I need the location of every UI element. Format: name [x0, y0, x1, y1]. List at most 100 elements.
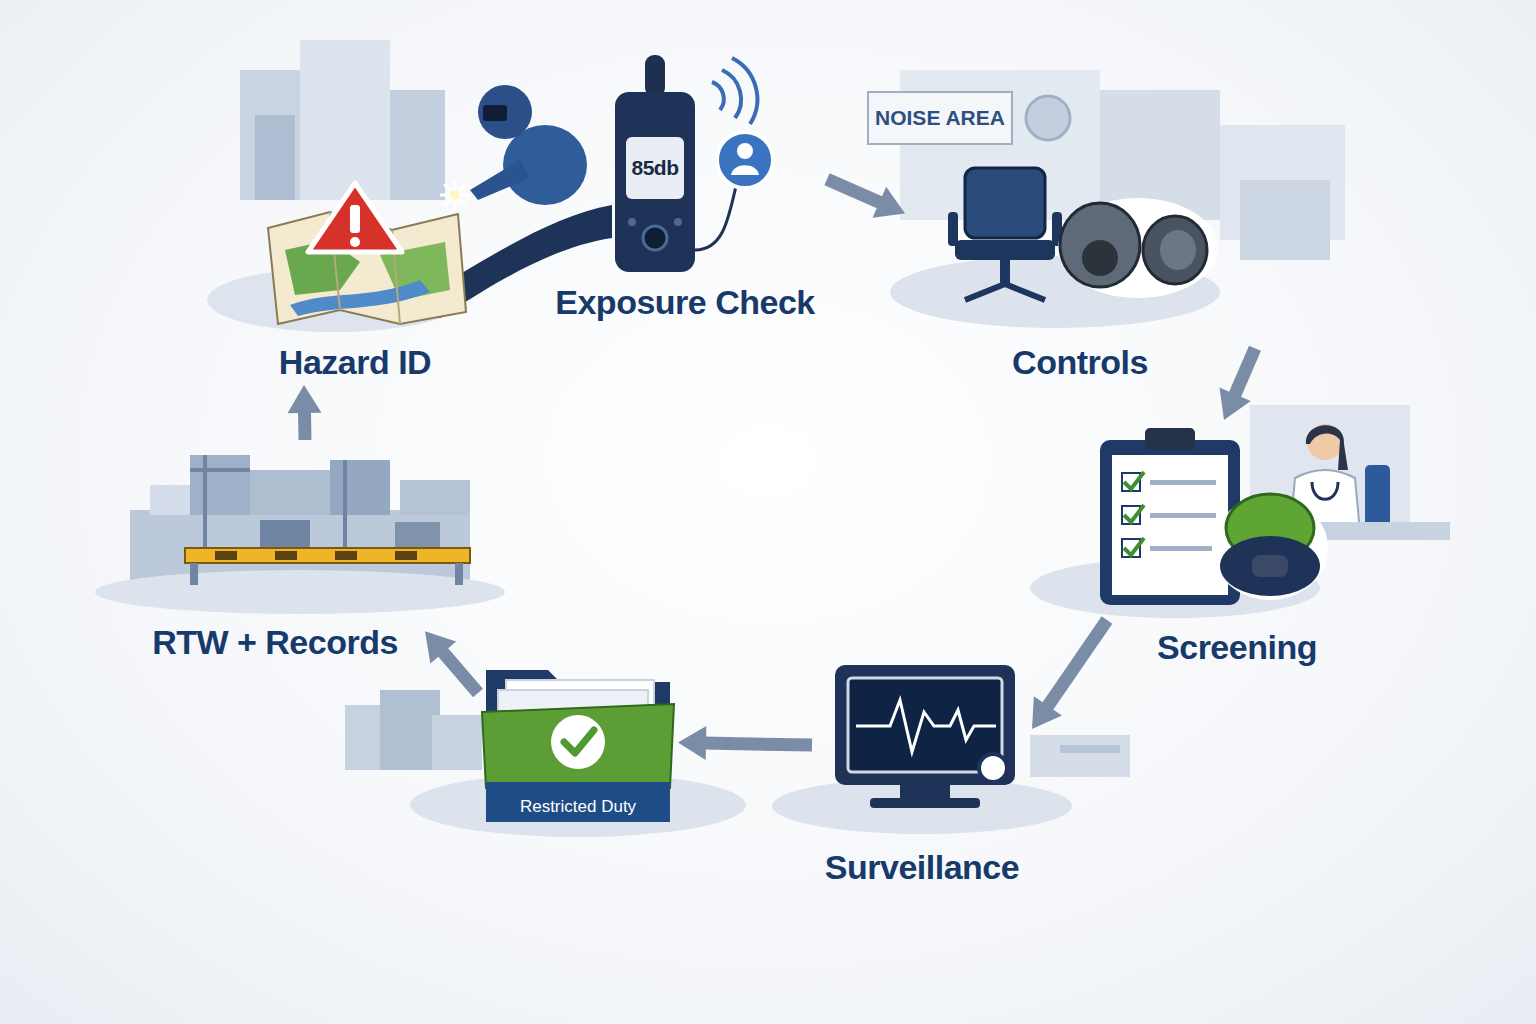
respirator-cartridge [1143, 216, 1207, 284]
stage-node: Surveillance [812, 660, 1032, 890]
monitor [835, 665, 1015, 785]
checkmark [1124, 472, 1144, 489]
building [250, 470, 330, 515]
respirator-base [1220, 536, 1320, 596]
flow-arrow [678, 726, 812, 760]
controls-illustration [868, 70, 1345, 328]
girder [343, 460, 347, 548]
spark [444, 184, 466, 206]
warning-triangle [308, 183, 402, 252]
building [190, 455, 250, 515]
surveillance-illustration [772, 665, 1130, 834]
sign-circle [1026, 96, 1070, 140]
stage-label: Exposure Check [555, 284, 814, 321]
building [400, 480, 470, 515]
building [255, 115, 295, 200]
text-line [1150, 480, 1216, 485]
arrow-shaft [704, 743, 812, 745]
text-line [1150, 546, 1216, 551]
building [150, 485, 190, 515]
stage-node: RTW + Records [125, 440, 425, 665]
warning-mark [350, 205, 360, 233]
wifi-arc [712, 82, 724, 110]
conveyor-block [215, 551, 237, 560]
conveyor-leg [455, 563, 463, 585]
flow-arrow [288, 385, 322, 440]
welder-visor [483, 105, 507, 121]
stethoscope [1312, 482, 1338, 499]
meter-body [615, 92, 695, 272]
building [432, 715, 482, 770]
folder-node: Restricted Duty [478, 660, 678, 825]
sparks [440, 180, 470, 210]
checkmark [1124, 505, 1144, 522]
building [345, 705, 385, 770]
meter-mic [645, 55, 665, 97]
platform [95, 570, 505, 614]
spark-glow [450, 190, 460, 200]
respirator-grid [1252, 555, 1288, 577]
arrow-head [288, 385, 322, 413]
meter-display [626, 137, 684, 199]
building [380, 690, 440, 770]
machine [260, 520, 310, 548]
sign-text: NOISE AREA [875, 106, 1005, 129]
arrow-shaft [1047, 620, 1107, 708]
meter-cable [695, 186, 736, 250]
clipboard-paper [1112, 455, 1228, 595]
wifi-arc [722, 70, 741, 118]
arrow-shaft [1234, 348, 1255, 396]
conveyor-block [335, 551, 357, 560]
girder [203, 455, 207, 548]
exposure-illustration [615, 55, 773, 272]
map-water [290, 280, 430, 316]
hazard-illustration [207, 40, 612, 332]
building [300, 40, 390, 200]
monitor-base [870, 798, 980, 808]
warning-mark [350, 237, 360, 247]
meter-button [674, 218, 682, 226]
folder-band [486, 782, 670, 822]
building [1030, 735, 1130, 777]
girder [190, 468, 250, 472]
monitor-stand [900, 785, 950, 799]
check-circle [551, 715, 605, 769]
folder-front [482, 704, 674, 788]
chair-seat [955, 240, 1055, 260]
stage-label: Screening [1157, 629, 1317, 666]
chair-post [1000, 260, 1010, 284]
conveyor [185, 548, 470, 563]
respirator-outline [1058, 198, 1218, 298]
meter-reading: 85db [631, 156, 678, 179]
flow-arrow [1032, 620, 1107, 729]
stage-label: Controls [1012, 344, 1148, 381]
stage-node: Exposure Check [543, 60, 827, 325]
platform [410, 773, 746, 837]
platform [772, 778, 1072, 834]
flow-arrow [1219, 348, 1255, 420]
conveyor-block [275, 551, 297, 560]
meter-button [643, 226, 667, 250]
conveyor-leg [190, 563, 198, 585]
worker-badge [717, 132, 773, 188]
meter-button [628, 218, 636, 226]
arrow-shaft [298, 411, 312, 440]
conveyor-block [395, 551, 417, 560]
flow-arrow [827, 179, 905, 218]
monitor-button [979, 754, 1007, 782]
factory-illustration [95, 455, 505, 614]
spark [444, 184, 466, 206]
stage-label: Hazard ID [279, 344, 431, 381]
text-line [1150, 513, 1216, 518]
noise-sign [868, 92, 1012, 144]
respirator-cartridge [1160, 230, 1196, 270]
building [240, 70, 300, 200]
ecg-line [856, 700, 996, 752]
stage-node: Hazard ID [205, 150, 505, 385]
stage-label: Surveillance [825, 849, 1019, 886]
folder-label: Restricted Duty [520, 797, 636, 817]
machine [395, 522, 440, 548]
